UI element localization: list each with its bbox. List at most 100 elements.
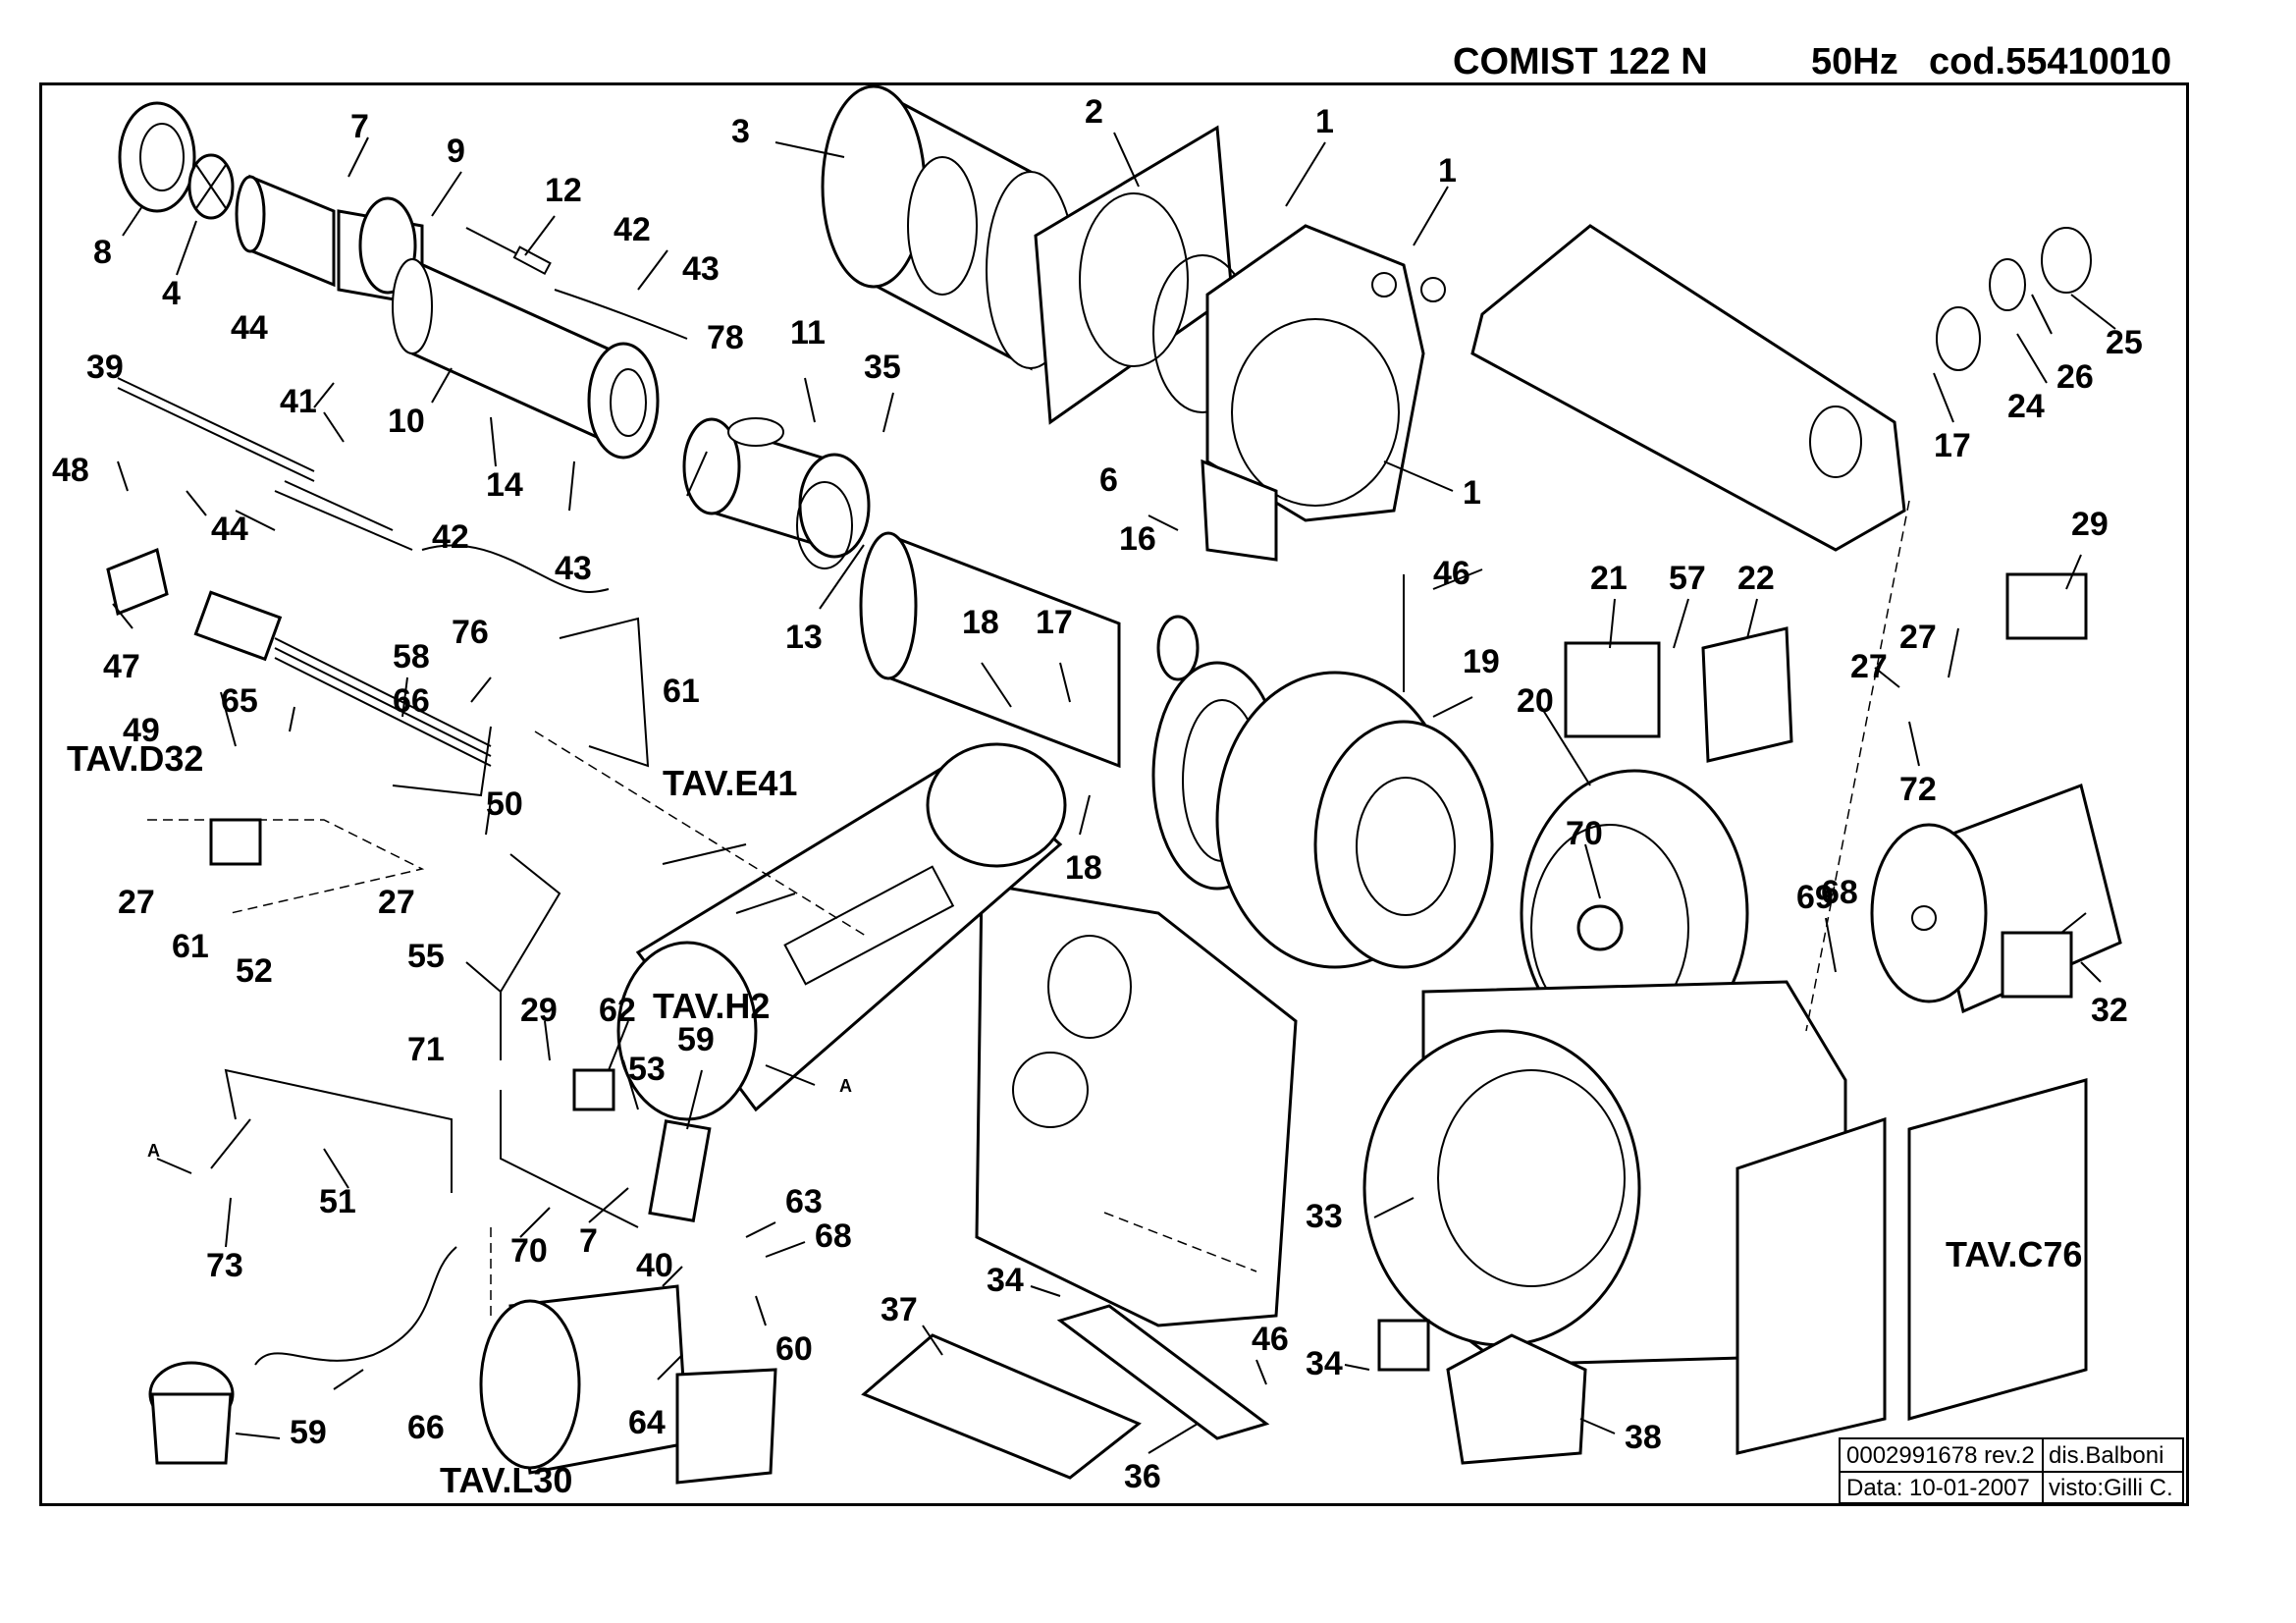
callout: 34 xyxy=(1306,1345,1343,1382)
callout: 48 xyxy=(52,452,89,489)
air-filter-mesh xyxy=(861,1304,1270,1480)
table-ref-c76: TAV.C76 xyxy=(1946,1234,2082,1274)
callout: 43 xyxy=(682,250,720,288)
table-ref-l30: TAV.L30 xyxy=(440,1460,572,1500)
callout: 19 xyxy=(1463,643,1500,680)
callout: 8 xyxy=(93,234,112,271)
callout: 18 xyxy=(962,604,999,641)
connection-marks: A A xyxy=(147,1076,852,1161)
drawing-header: COMIST 122 N 50Hz cod.55410010 xyxy=(1453,37,2199,86)
fan-motor xyxy=(1870,784,2122,1014)
title-block-divider xyxy=(1841,1471,2182,1473)
callout: 27 xyxy=(378,884,415,921)
callout: 39 xyxy=(86,349,124,386)
callout: 24 xyxy=(2007,388,2045,425)
callout: 34 xyxy=(987,1262,1024,1299)
callout: 46 xyxy=(1433,555,1470,592)
control-panel-c76 xyxy=(1907,1078,2088,1421)
leader-lines xyxy=(112,132,2116,1454)
callout: 63 xyxy=(785,1183,823,1220)
callout: 26 xyxy=(2056,358,2094,396)
callout: 7 xyxy=(579,1222,598,1260)
callout: 59 xyxy=(677,1021,715,1058)
checked-by: visto:Gilli C. xyxy=(2049,1475,2173,1501)
callout: 37 xyxy=(881,1291,918,1328)
air-damper xyxy=(859,531,1200,769)
callout: 9 xyxy=(447,133,465,170)
callout: 78 xyxy=(707,319,744,356)
diffuser-disc xyxy=(118,101,235,220)
callout: 59 xyxy=(290,1414,327,1451)
callout: 50 xyxy=(486,785,523,823)
callout: 40 xyxy=(636,1247,673,1284)
callout: 1 xyxy=(1463,474,1481,512)
callout: 71 xyxy=(407,1031,445,1068)
table-ref-h2: TAV.H2 xyxy=(653,986,770,1026)
bracket-48 xyxy=(106,547,169,617)
callout: 4 xyxy=(162,275,181,312)
callout: 17 xyxy=(1934,427,1971,464)
callout: 1 xyxy=(1315,103,1334,140)
parts-artwork xyxy=(106,84,2122,1485)
main-housing xyxy=(1362,980,1887,1455)
ignition-transformer xyxy=(1564,626,1793,763)
callout: 47 xyxy=(103,648,140,685)
housing-cover xyxy=(1470,224,2092,552)
plate-34 xyxy=(1377,1319,1430,1372)
callout: 46 xyxy=(1252,1321,1289,1358)
callout: 20 xyxy=(1517,682,1554,720)
callout: 61 xyxy=(172,928,209,965)
callout: 42 xyxy=(614,211,651,248)
callout: 18 xyxy=(1065,849,1102,887)
callout: 62 xyxy=(599,992,636,1029)
callout: 44 xyxy=(231,309,268,347)
callout: 2 xyxy=(1085,93,1103,131)
callout: 65 xyxy=(221,682,258,720)
callout: 73 xyxy=(206,1247,243,1284)
callout: 51 xyxy=(319,1183,356,1220)
callout: 7 xyxy=(350,108,369,145)
cable-assembly-d32 xyxy=(193,590,492,767)
flange-gasket xyxy=(1034,125,1253,425)
callout: 58 xyxy=(393,638,430,676)
callout: 36 xyxy=(1124,1458,1161,1495)
callout: 68 xyxy=(815,1217,852,1255)
reference-dash-lines xyxy=(147,500,1910,1316)
callout: 38 xyxy=(1625,1419,1662,1456)
block-28 xyxy=(2005,572,2088,640)
callout: 12 xyxy=(545,172,582,209)
frequency: 50Hz xyxy=(1811,41,1898,82)
callout: 44 xyxy=(211,511,248,548)
callout: 57 xyxy=(1669,560,1706,597)
callout: 29 xyxy=(2071,506,2109,543)
callout: 6 xyxy=(1099,461,1118,499)
document-number: 0002991678 rev.2 xyxy=(1846,1442,2035,1469)
callout: 70 xyxy=(510,1232,548,1270)
hydraulic-cylinder xyxy=(616,742,1067,1121)
electrode-rods xyxy=(117,377,413,551)
callout: 13 xyxy=(785,619,823,656)
callout: 72 xyxy=(1899,771,1937,808)
callout: 68 xyxy=(1821,874,1858,911)
callout: 25 xyxy=(2106,324,2143,361)
callout: 42 xyxy=(432,518,469,556)
callout: 27 xyxy=(118,884,155,921)
electrodes xyxy=(284,227,688,593)
callout: 43 xyxy=(555,550,592,587)
blast-tube xyxy=(821,84,1076,371)
callout: 66 xyxy=(407,1409,445,1446)
callout: 53 xyxy=(628,1051,666,1088)
table-ref-d32: TAV.D32 xyxy=(67,738,203,779)
callout-labels: 8 4 7 9 3 2 1 1 1 6 12 42 43 10 78 11 35… xyxy=(52,93,2143,1495)
callout: 22 xyxy=(1737,560,1775,597)
callout: 32 xyxy=(2091,992,2128,1029)
callout: 17 xyxy=(1036,604,1073,641)
callout: 66 xyxy=(393,682,430,720)
callout: 60 xyxy=(775,1330,813,1368)
table-references: TAV.D32 TAV.E41 TAV.H2 TAV.C76 TAV.L30 xyxy=(67,738,2082,1500)
callout: 33 xyxy=(1306,1198,1343,1235)
drawing-frame xyxy=(39,82,2189,1506)
callout: 10 xyxy=(388,403,425,440)
callout: 16 xyxy=(1119,520,1156,558)
